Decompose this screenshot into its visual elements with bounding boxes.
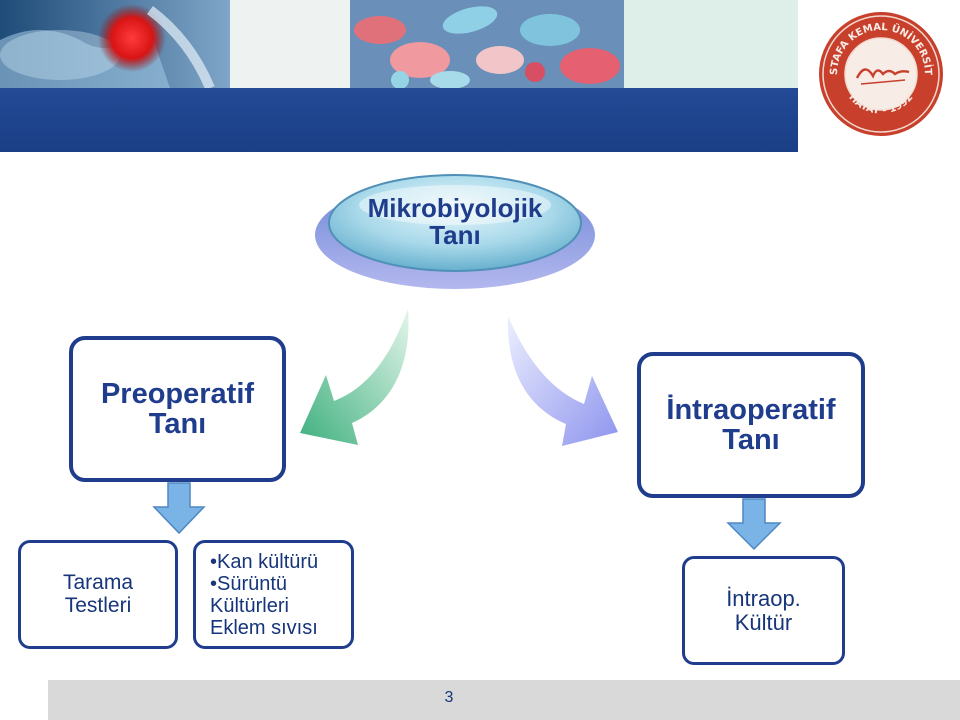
intraoperatif-title: İntraoperatif [666,393,836,426]
intraop-title: İntraop. [726,586,801,612]
tarama-testleri-box: Tarama Testleri [18,540,178,649]
tarama-title: Tarama [62,571,134,595]
root-node: Mikrobiyolojik Tanı [314,165,596,290]
page-number: 3 [444,689,454,706]
intraoperatif-subtitle: Tanı [722,424,780,456]
preoperatif-title: Preoperatif [100,377,255,410]
down-arrow-right [726,497,782,551]
header-spacer [230,0,350,88]
bullet-item: •Sürüntü [210,573,288,595]
tarama-subtitle: Testleri [64,593,132,617]
header-spacer-2 [624,0,798,88]
root-node-title: Mikrobiyolojik [367,193,543,223]
arrow-to-preoperatif [292,305,418,457]
intraoperatif-box: İntraoperatif Tanı [637,352,865,498]
down-arrow-left [152,481,206,535]
hip-xray-image [0,0,230,88]
arrow-to-intraoperatif [500,312,626,462]
bullet-item: •Kan kültürü [210,551,319,573]
bullet-item: Eklem sıvısı [210,617,318,639]
root-node-subtitle: Tanı [429,220,481,251]
header-band [0,88,798,152]
bullet-item: Kültürleri [210,595,289,617]
preoperatif-subtitle: Tanı [148,408,207,440]
sample-types-box: •Kan kültürü •Sürüntü Kültürleri Eklem s… [193,540,354,649]
intraop-subtitle: Kültür [734,609,793,635]
preoperatif-box: Preoperatif Tanı [69,336,286,482]
intraop-kultur-box: İntraop. Kültür [682,556,845,665]
bacteria-image [350,0,624,88]
university-logo: MUSTAFA KEMAL ÜNİVERSİTESİ HATAY - 1992 [812,0,945,138]
footer-bar [48,680,960,720]
